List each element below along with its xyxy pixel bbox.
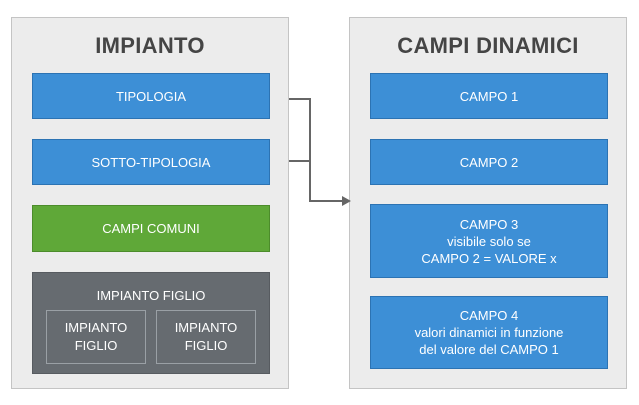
- impianto-figlio-label: IMPIANTO FIGLIO: [96, 288, 206, 303]
- child-2-line1: IMPIANTO: [174, 320, 238, 335]
- campo-3-line3: CAMPO 2 = VALORE x: [421, 250, 557, 266]
- campi-dinamici-panel: CAMPI DINAMICI CAMPO 1 CAMPO 2 CAMPO 3 v…: [349, 17, 627, 389]
- impianto-figlio-container: IMPIANTO FIGLIO IMPIANTO FIGLIO IMPIANTO…: [32, 272, 270, 374]
- campi-comuni-label: CAMPI COMUNI: [102, 221, 200, 236]
- impianto-figlio-child-2: IMPIANTO FIGLIO: [156, 310, 256, 364]
- impianto-panel: IMPIANTO TIPOLOGIA SOTTO-TIPOLOGIA CAMPI…: [11, 17, 289, 389]
- impianto-title: IMPIANTO: [95, 33, 205, 58]
- tipologia-box: TIPOLOGIA: [32, 73, 270, 119]
- child-1-line1: IMPIANTO: [64, 320, 128, 335]
- child-2-line2: FIGLIO: [184, 338, 228, 353]
- campo-4-line2: valori dinamici in funzione: [414, 325, 564, 340]
- campo-3-line1: CAMPO 3: [459, 216, 519, 232]
- campo-1-box: CAMPO 1: [370, 73, 608, 119]
- campo-3-box: CAMPO 3 visibile solo se CAMPO 2 = VALOR…: [370, 204, 608, 278]
- campo-4-line3: del valore del CAMPO 1: [419, 342, 559, 357]
- campo-3-line2: visibile solo se: [447, 233, 531, 249]
- campo-2-label: CAMPO 2: [459, 154, 519, 170]
- campo-4-box: CAMPO 4 valori dinamici in funzione del …: [370, 296, 608, 369]
- campo-1-label: CAMPO 1: [459, 88, 519, 104]
- arrow-head-icon: [342, 196, 351, 206]
- tipologia-connector: [289, 98, 343, 202]
- campi-comuni-box: CAMPI COMUNI: [32, 205, 270, 252]
- campo-4-line1: CAMPO 4: [459, 308, 519, 323]
- tipologia-label: TIPOLOGIA: [115, 88, 187, 104]
- campo-2-box: CAMPO 2: [370, 139, 608, 185]
- sotto-tipologia-box: SOTTO-TIPOLOGIA: [32, 139, 270, 185]
- child-1-line2: FIGLIO: [74, 338, 118, 353]
- impianto-figlio-child-1: IMPIANTO FIGLIO: [46, 310, 146, 364]
- campi-dinamici-title: CAMPI DINAMICI: [397, 33, 579, 58]
- sotto-tipologia-label: SOTTO-TIPOLOGIA: [91, 154, 211, 170]
